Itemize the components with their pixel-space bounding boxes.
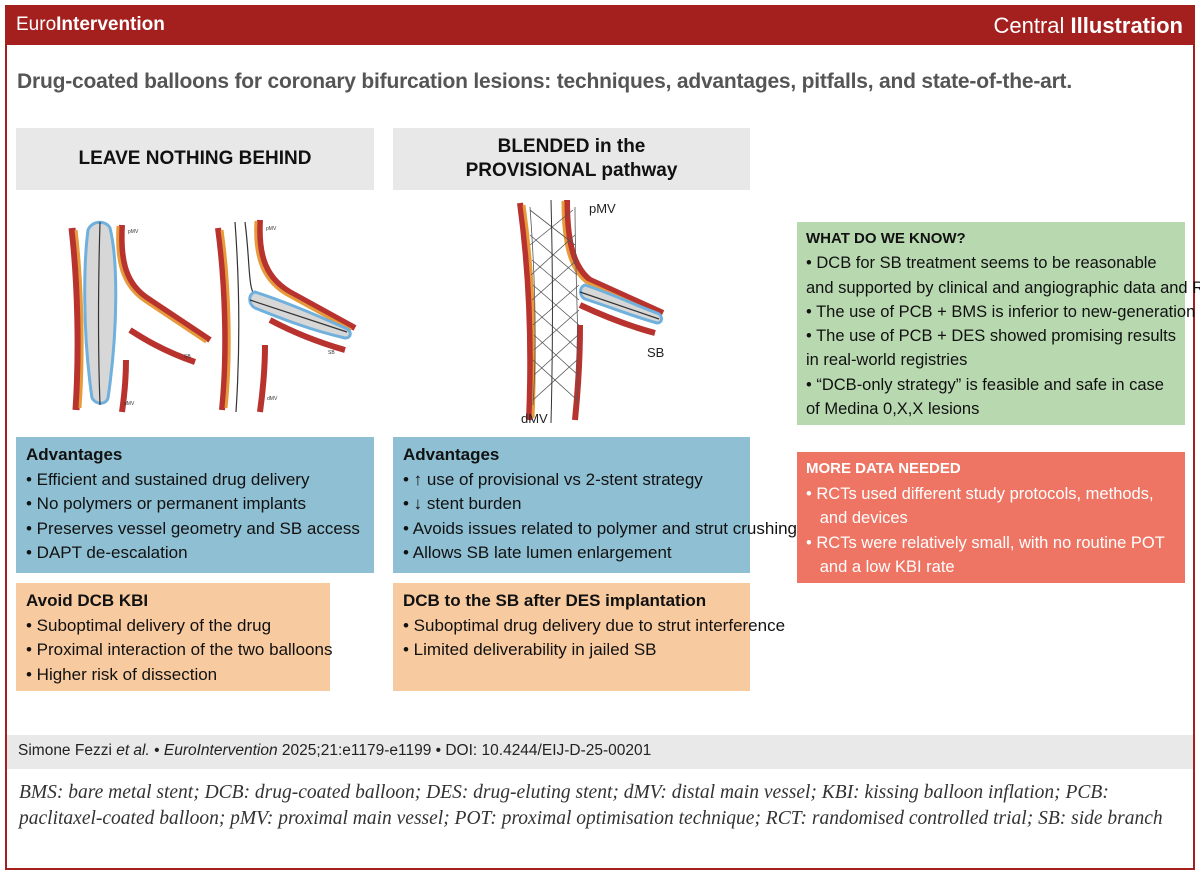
list-item: • Higher risk of dissection: [26, 664, 218, 684]
dcb-bifurcation-illustration: pMV SB dMV pMV SB dMV: [68, 219, 357, 413]
dmv-label-middle: dMV: [521, 411, 548, 425]
list-item: • No polymers or permanent implants: [26, 494, 306, 513]
avoid-heading: Avoid DCB KBI: [26, 591, 149, 610]
list-item: and a low KBI rate: [806, 558, 955, 576]
citation-bar: Simone Fezzi et al. • EuroIntervention 2…: [7, 735, 1193, 769]
list-item: and devices: [806, 509, 908, 527]
central-illustration-label: Central Illustration: [993, 13, 1184, 38]
list-item: • Suboptimal delivery of the drug: [26, 615, 272, 635]
pmv-label-left: pMV: [128, 229, 139, 235]
list-item: and supported by clinical and angiograph…: [806, 278, 1200, 297]
advantages-heading: Advantages: [403, 445, 500, 464]
leave-nothing-behind-heading: LEAVE NOTHING BEHIND: [16, 128, 374, 190]
list-item: • RCTs used different study protocols, m…: [806, 484, 1154, 503]
list-item: • DAPT de-escalation: [26, 543, 188, 562]
list-item: • “DCB-only strategy” is feasible and sa…: [806, 375, 1164, 394]
list-item: • ↑ use of provisional vs 2-stent strate…: [403, 469, 703, 489]
sb-label-middle: SB: [647, 345, 664, 360]
sb-label-left: SB: [184, 354, 191, 360]
figure-title: Drug-coated balloons for coronary bifurc…: [17, 70, 1072, 93]
abbreviations-text: BMS: bare metal stent; DCB: drug-coated …: [19, 782, 1163, 829]
list-item: • Preserves vessel geometry and SB acces…: [26, 518, 360, 538]
more-heading: MORE DATA NEEDED: [806, 460, 961, 477]
list-item: • The use of PCB + BMS is inferior to ne…: [806, 302, 1200, 321]
provisional-advantages: Advantages • ↑ use of provisional vs 2-s…: [393, 437, 798, 573]
what-do-we-know-box: WHAT DO WE KNOW? • DCB for SB treatment …: [797, 222, 1200, 425]
dmv-label-right: dMV: [267, 396, 278, 402]
provisional-stent-illustration: pMV SB dMV: [517, 199, 664, 425]
list-item: • Proximal interaction of the two balloo…: [26, 640, 333, 659]
sb-label-right: SB: [328, 350, 335, 356]
dcb-sb-heading: DCB to the SB after DES implantation: [403, 591, 707, 610]
pmv-label-right: pMV: [266, 226, 277, 232]
list-item: • Avoids issues related to polymer and s…: [403, 518, 798, 538]
avoid-dcb-kbi-box: Avoid DCB KBI • Suboptimal delivery of t…: [16, 583, 333, 691]
list-item: • Efficient and sustained drug delivery: [26, 469, 310, 489]
header-bar: EuroIntervention Central Illustration: [5, 5, 1195, 45]
bifurcation-kbi-drawing: pMV SB dMV: [68, 220, 212, 413]
list-item: • DCB for SB treatment seems to be reaso…: [806, 254, 1157, 273]
more-data-needed-box: MORE DATA NEEDED • RCTs used different s…: [797, 452, 1185, 583]
list-item: • ↓ stent burden: [403, 494, 522, 513]
bifurcation-sequential-drawing: pMV SB dMV: [215, 219, 357, 413]
list-item: • Limited deliverability in jailed SB: [403, 640, 657, 659]
advantages-heading: Advantages: [26, 445, 123, 464]
pmv-label-middle: pMV: [589, 201, 616, 216]
list-item: • Allows SB late lumen enlargement: [403, 543, 672, 562]
know-heading: WHAT DO WE KNOW?: [806, 230, 966, 247]
journal-brand: EuroIntervention: [16, 14, 165, 35]
dmv-label-left: dMV: [124, 401, 135, 407]
list-item: • RCTs were relatively small, with no ro…: [806, 533, 1165, 552]
list-item: in real-world registries: [806, 351, 968, 370]
list-item: • The use of PCB + DES showed promising …: [806, 327, 1177, 346]
list-item: • Suboptimal drug delivery due to strut …: [403, 615, 786, 635]
list-item: of Medina 0,X,X lesions: [806, 400, 980, 419]
leave-nothing-behind-advantages: Advantages • Efficient and sustained dru…: [16, 437, 374, 573]
dcb-sb-after-des-box: DCB to the SB after DES implantation • S…: [393, 583, 786, 691]
